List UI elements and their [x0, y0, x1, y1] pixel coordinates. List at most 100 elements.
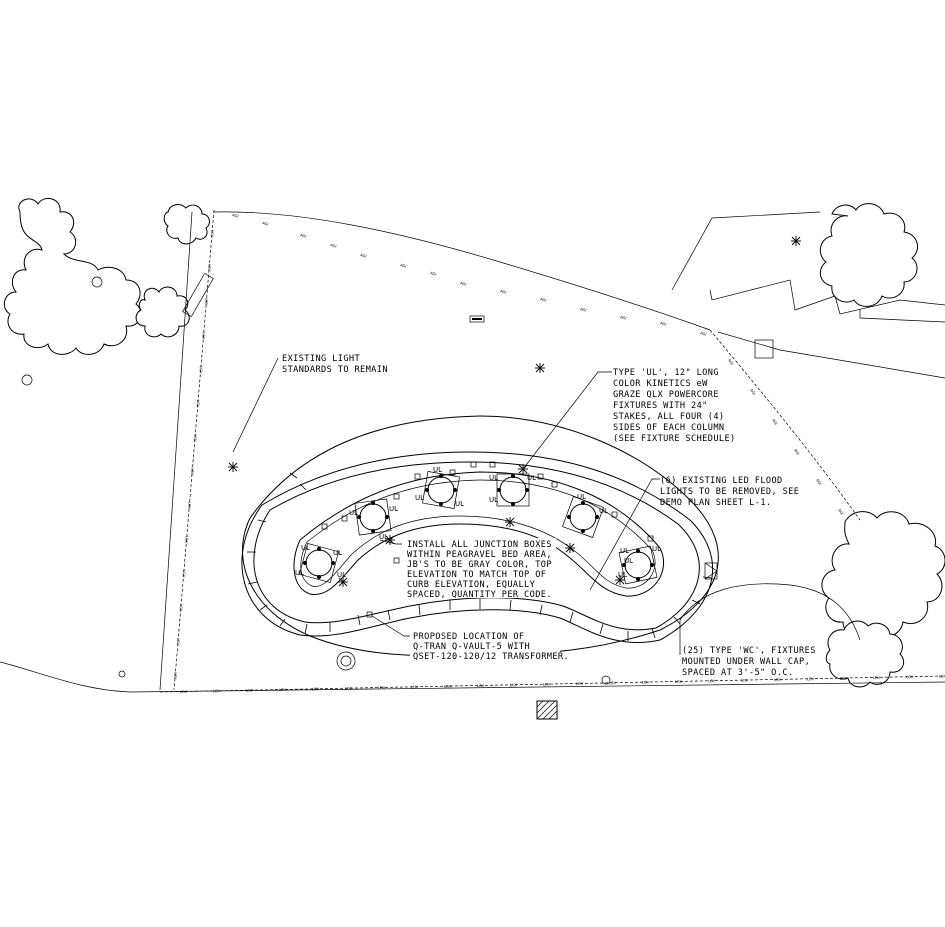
svg-text:CURB ELEVATION, EQUALLY: CURB ELEVATION, EQUALLY: [407, 580, 536, 590]
conduit-label: LGV: [181, 570, 186, 578]
svg-text:SPACED, QUANTITY PER CODE.: SPACED, QUANTITY PER CODE.: [407, 590, 552, 600]
fixture-ul-label: UL: [389, 505, 398, 513]
wall-cap-fixtures: [247, 472, 713, 641]
note-type-wc: (25) TYPE 'WC', FIXTURES MOUNTED UNDER W…: [682, 646, 816, 678]
conduit-label: LGV: [180, 690, 188, 694]
svg-text:COLOR KINETICS eW: COLOR KINETICS eW: [613, 379, 708, 389]
svg-text:(25) TYPE 'WC', FIXTURES: (25) TYPE 'WC', FIXTURES: [682, 646, 816, 656]
site-features: [21, 276, 718, 720]
fixture-ul-label: UL: [652, 545, 661, 553]
kidney-planter: [241, 415, 719, 657]
conduit-label: LGV: [807, 677, 815, 681]
conduit-label: LGV: [543, 683, 551, 687]
svg-text:QSET-120-120/12 TRANSFORMER.: QSET-120-120/12 TRANSFORMER.: [413, 652, 569, 662]
conduit-label: AGI: [620, 315, 627, 321]
conduit-label: AGI: [580, 307, 587, 313]
conduit-label: LGV: [312, 687, 320, 691]
conduit-label: LGV: [708, 679, 716, 683]
tree-right: [821, 511, 945, 688]
right-conduit: [709, 329, 861, 521]
fixture-ul-label: UL: [337, 571, 346, 579]
conduit-label: LGV: [873, 676, 881, 680]
conduit-label: LGV: [207, 264, 212, 272]
conduit-label: LGV: [178, 604, 183, 612]
note-type-ul: TYPE 'UL', 12" LONG COLOR KINETICS eW GR…: [613, 368, 736, 444]
svg-text:(6) EXISTING LED FLOOD: (6) EXISTING LED FLOOD: [660, 476, 783, 486]
conduit-label: AGI: [793, 448, 800, 455]
conduit-label: LGV: [477, 684, 485, 688]
fixture-ul-label: UL: [577, 493, 586, 501]
column-3: UL UL UL: [415, 466, 464, 509]
column-1: UL UL UL UL: [295, 542, 346, 584]
conduit-label: LGV: [939, 674, 945, 678]
svg-text:DEMO PLAN SHEET L-1.: DEMO PLAN SHEET L-1.: [660, 498, 771, 508]
conduit-label: LGV: [444, 685, 452, 689]
svg-text:Q-TRAN Q-VAULT-5 WITH: Q-TRAN Q-VAULT-5 WITH: [413, 642, 530, 652]
conduit-label: LGV: [204, 298, 209, 306]
svg-text:MOUNTED UNDER WALL CAP,: MOUNTED UNDER WALL CAP,: [682, 657, 810, 667]
fixture-ul-label: UL: [599, 507, 608, 515]
svg-text:INSTALL ALL JUNCTION BOXES: INSTALL ALL JUNCTION BOXES: [407, 540, 552, 550]
conduit-label: AGI: [815, 478, 822, 485]
conduit-label: AGI: [330, 243, 337, 249]
svg-text:STAKES, ALL FOUR (4): STAKES, ALL FOUR (4): [613, 412, 724, 422]
conduit-label: LGV: [378, 686, 386, 690]
svg-text:(SEE FIXTURE SCHEDULE): (SEE FIXTURE SCHEDULE): [613, 434, 736, 444]
conduit-label: LGV: [576, 682, 584, 686]
fixture-ul-label: UL: [301, 544, 310, 552]
conduit-label: LGV: [345, 687, 353, 691]
conduit-label: AGI: [232, 213, 239, 219]
conduit-label: AGI: [360, 253, 367, 259]
conduit-label: LGV: [190, 468, 195, 476]
fixture-ul-label: UL: [624, 557, 633, 565]
fixture-ul-label: UL: [489, 496, 498, 504]
svg-text:SIDES OF EACH COLUMN: SIDES OF EACH COLUMN: [613, 423, 724, 433]
fixture-ul-label: UL: [433, 466, 442, 474]
fixture-ul-label: UL: [489, 474, 498, 482]
conduit-label: LGV: [193, 434, 198, 442]
svg-text:FIXTURES WITH 24": FIXTURES WITH 24": [613, 401, 708, 411]
fixture-ul-label: UL: [349, 509, 358, 517]
left-conduit: [159, 209, 215, 691]
conduit-label: LGV: [195, 400, 200, 408]
fixture-ul-label: UL: [415, 494, 424, 502]
conduit-label: LGV: [198, 366, 203, 374]
conduit-label: LGV: [213, 689, 221, 693]
column-4: UL UL UL: [489, 473, 536, 507]
conduit-label: AGI: [400, 263, 407, 269]
conduit-label: AGI: [430, 271, 437, 277]
tree-top-right: [819, 203, 919, 307]
conduit-label: LGV: [675, 680, 683, 684]
conduit-label: LGV: [774, 678, 782, 682]
existing-light-standards: [228, 236, 801, 472]
junction-boxes: [321, 461, 654, 618]
fixture-ul-label: UL: [333, 549, 342, 557]
conduit-label: LGV: [246, 689, 254, 693]
svg-text:ELEVATION TO MATCH TOP OF: ELEVATION TO MATCH TOP OF: [407, 570, 546, 580]
conduit-label: AGI: [660, 321, 667, 327]
conduit-label: LGV: [173, 672, 178, 680]
conduit-label: LGV: [279, 688, 287, 692]
bottom-conduit: [0, 661, 945, 693]
svg-text:STANDARDS TO REMAIN: STANDARDS TO REMAIN: [282, 365, 388, 375]
svg-text:WITHIN PEAGRAVEL BED AREA,: WITHIN PEAGRAVEL BED AREA,: [407, 550, 552, 560]
conduit-label: AGI: [540, 297, 547, 303]
leader-lines: [232, 357, 861, 655]
note-transformer: PROPOSED LOCATION OF Q-TRAN Q-VAULT-5 WI…: [410, 630, 569, 662]
conduit-label: AGI: [727, 358, 734, 365]
conduit-label: LGV: [411, 685, 419, 689]
fixture-ul-label: UL: [295, 569, 304, 577]
svg-text:GRAZE QLX POWERCORE: GRAZE QLX POWERCORE: [613, 390, 719, 400]
conduit-label: AGI: [837, 508, 844, 515]
conduit-label: AGI: [460, 281, 467, 287]
svg-text:PROPOSED LOCATION OF: PROPOSED LOCATION OF: [413, 632, 524, 642]
fixture-ul-label: UL: [455, 500, 464, 508]
conduit-label: AGI: [300, 233, 307, 239]
svg-text:LIGHTS TO BE REMOVED, SEE: LIGHTS TO BE REMOVED, SEE: [660, 487, 799, 497]
conduit-label: LGV: [609, 681, 617, 685]
note-existing-light: EXISTING LIGHT STANDARDS TO REMAIN: [282, 354, 388, 375]
fixture-ul-label: UL: [379, 533, 388, 541]
conduit-label: LGV: [642, 681, 650, 685]
svg-text:SPACED AT 3'-5" O.C.: SPACED AT 3'-5" O.C.: [682, 668, 793, 678]
